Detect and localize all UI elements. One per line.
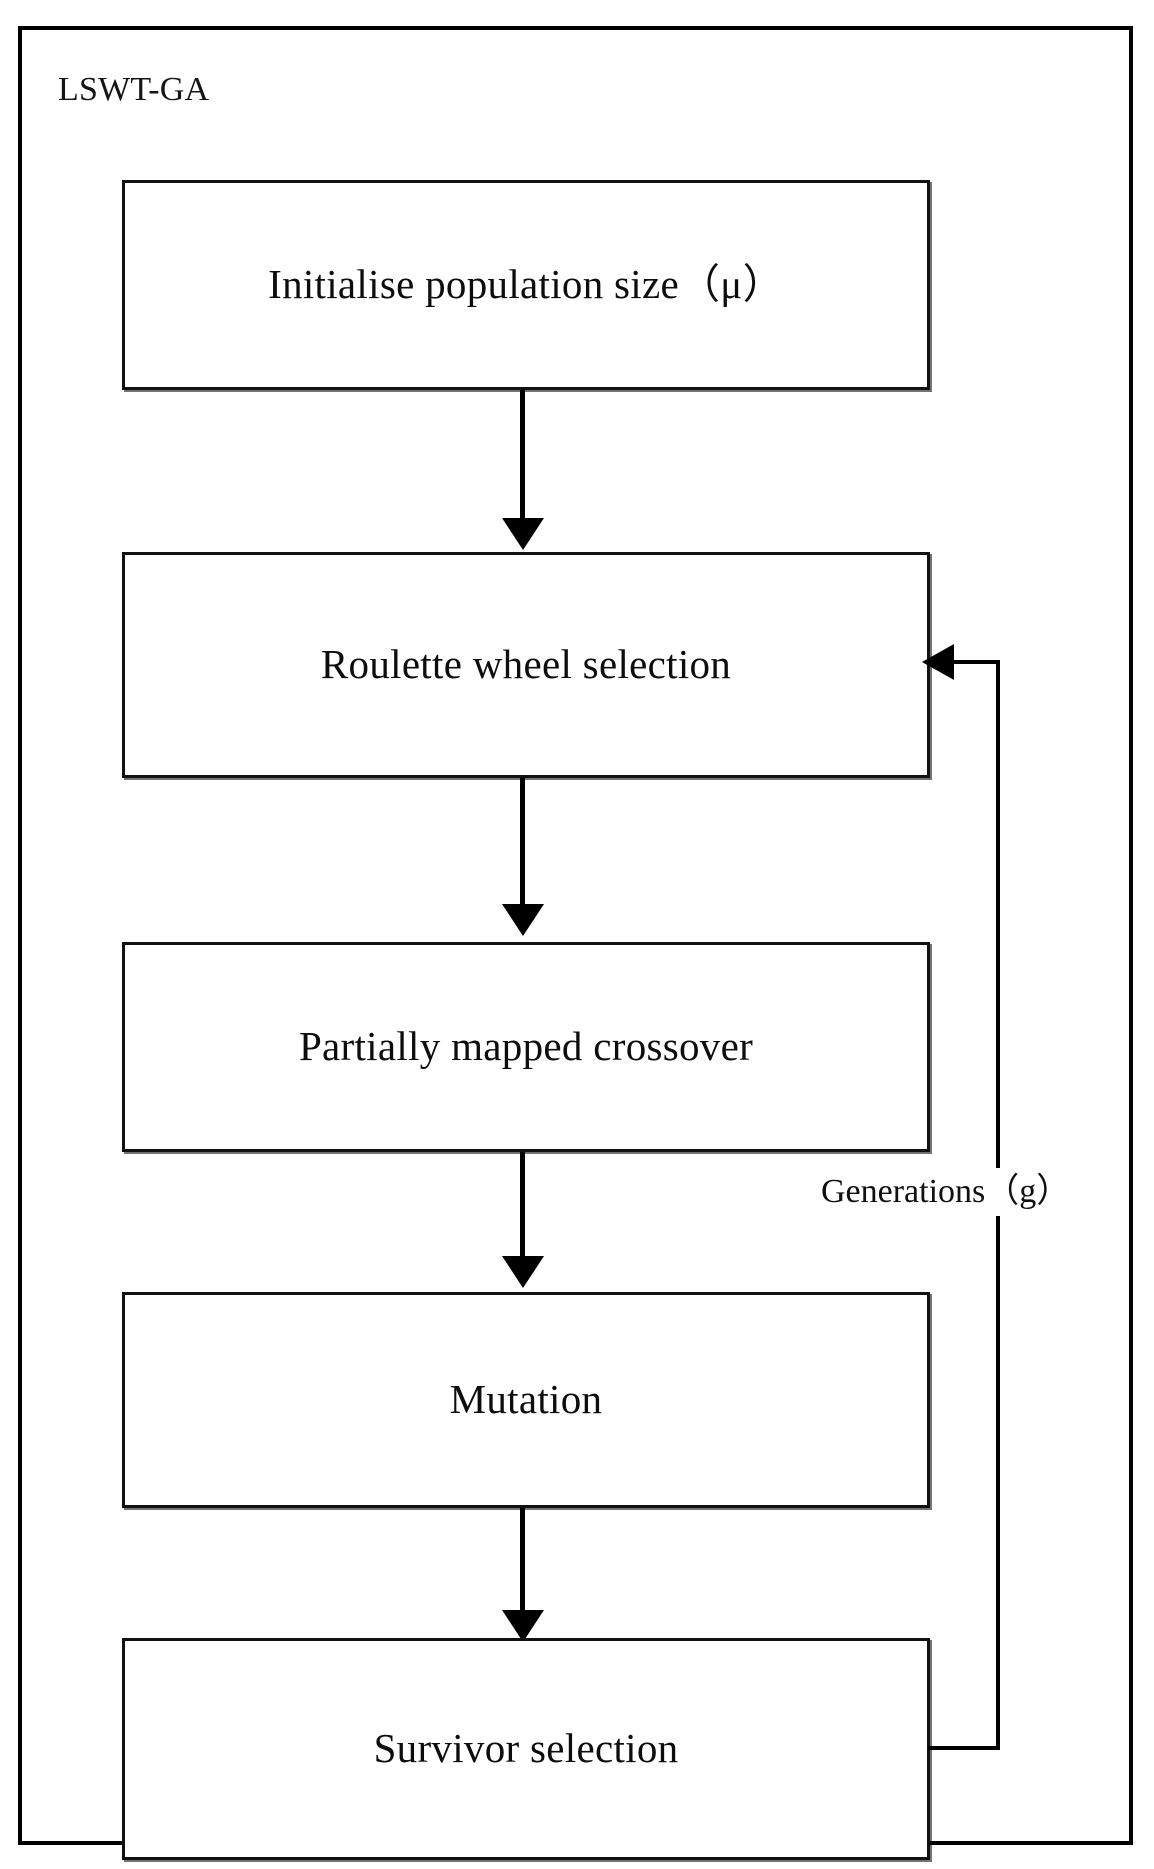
process-node-label: Mutation	[449, 1376, 603, 1423]
arrow-left-icon	[922, 644, 954, 680]
arrow-down-icon	[502, 1256, 544, 1288]
feedback-loop-bottom-segment	[928, 1746, 1000, 1750]
connector-line-crossover-to-mutation	[520, 1152, 525, 1256]
process-node-label: Initialise population size（μ）	[268, 261, 784, 308]
connector-line-init-to-roulette	[520, 390, 525, 518]
arrow-down-icon	[502, 518, 544, 550]
process-node-mutation[interactable]: Mutation	[122, 1292, 930, 1508]
feedback-loop-top-segment	[950, 660, 1000, 664]
process-node-roulette-wheel-selection[interactable]: Roulette wheel selection	[122, 552, 930, 778]
arrow-down-icon	[502, 904, 544, 936]
process-node-label: Partially mapped crossover	[298, 1023, 754, 1070]
connector-line-roulette-to-crossover	[520, 778, 525, 904]
arrow-down-icon	[502, 1610, 544, 1642]
process-node-survivor-selection[interactable]: Survivor selection	[122, 1638, 930, 1860]
process-node-initialise-population[interactable]: Initialise population size（μ）	[122, 180, 930, 390]
process-node-partially-mapped-crossover[interactable]: Partially mapped crossover	[122, 942, 930, 1152]
page-title: LSWT-GA	[58, 71, 210, 108]
feedback-loop-label: Generations（g）	[817, 1168, 1075, 1216]
process-node-label: Roulette wheel selection	[320, 641, 732, 688]
connector-line-mutation-to-survivor	[520, 1508, 525, 1610]
process-node-label: Survivor selection	[373, 1725, 679, 1772]
diagram-outer-frame: LSWT-GA Initialise population size（μ） Ro…	[18, 26, 1133, 1860]
